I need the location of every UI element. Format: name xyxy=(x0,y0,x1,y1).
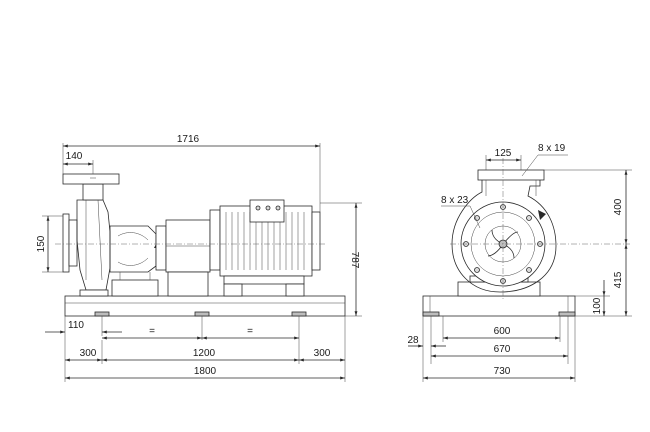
dim-base-offset: 28 xyxy=(407,335,419,346)
front-baseplate xyxy=(422,295,576,317)
dim-equal-right: = xyxy=(247,326,253,337)
dim-base-height: 100 xyxy=(592,297,603,314)
dim-flange-height: 150 xyxy=(36,235,47,252)
dim-outlet-bolts: 8 x 19 xyxy=(538,143,566,154)
dim-end-left: 300 xyxy=(80,348,97,359)
base-slot-left xyxy=(94,311,110,317)
dim-foot-offset: 110 xyxy=(68,320,84,331)
dim-upper-height: 400 xyxy=(613,198,624,215)
base-slot-center xyxy=(194,311,210,317)
coupling-guard xyxy=(155,219,211,297)
dim-inner-width: 600 xyxy=(494,326,511,337)
pump-casing xyxy=(62,173,120,297)
dim-end-right: 300 xyxy=(314,348,331,359)
dim-inlet-bolts: 8 x 23 xyxy=(441,195,469,206)
dim-outlet-width: 125 xyxy=(495,148,512,159)
dim-overall-length: 1716 xyxy=(177,134,200,145)
dim-flange-offset: 140 xyxy=(66,151,83,162)
dim-bolt-span: 670 xyxy=(494,344,511,355)
dim-equal-left: = xyxy=(149,326,155,337)
front-view: 125 8 x 19 8 x 23 400 415 100 28 600 xyxy=(407,143,632,382)
volute-outline xyxy=(451,175,557,293)
base-slot-right xyxy=(291,311,307,317)
dim-base-width: 730 xyxy=(494,366,511,377)
bearing-bracket xyxy=(109,225,162,297)
side-view: 1716 140 150 787 110 = = xyxy=(36,134,362,382)
dim-total-height: 787 xyxy=(349,252,360,269)
motor xyxy=(209,199,321,297)
dim-center-span: 1200 xyxy=(193,348,216,359)
dim-lower-height: 415 xyxy=(613,271,624,288)
dim-base-length: 1800 xyxy=(194,366,217,377)
